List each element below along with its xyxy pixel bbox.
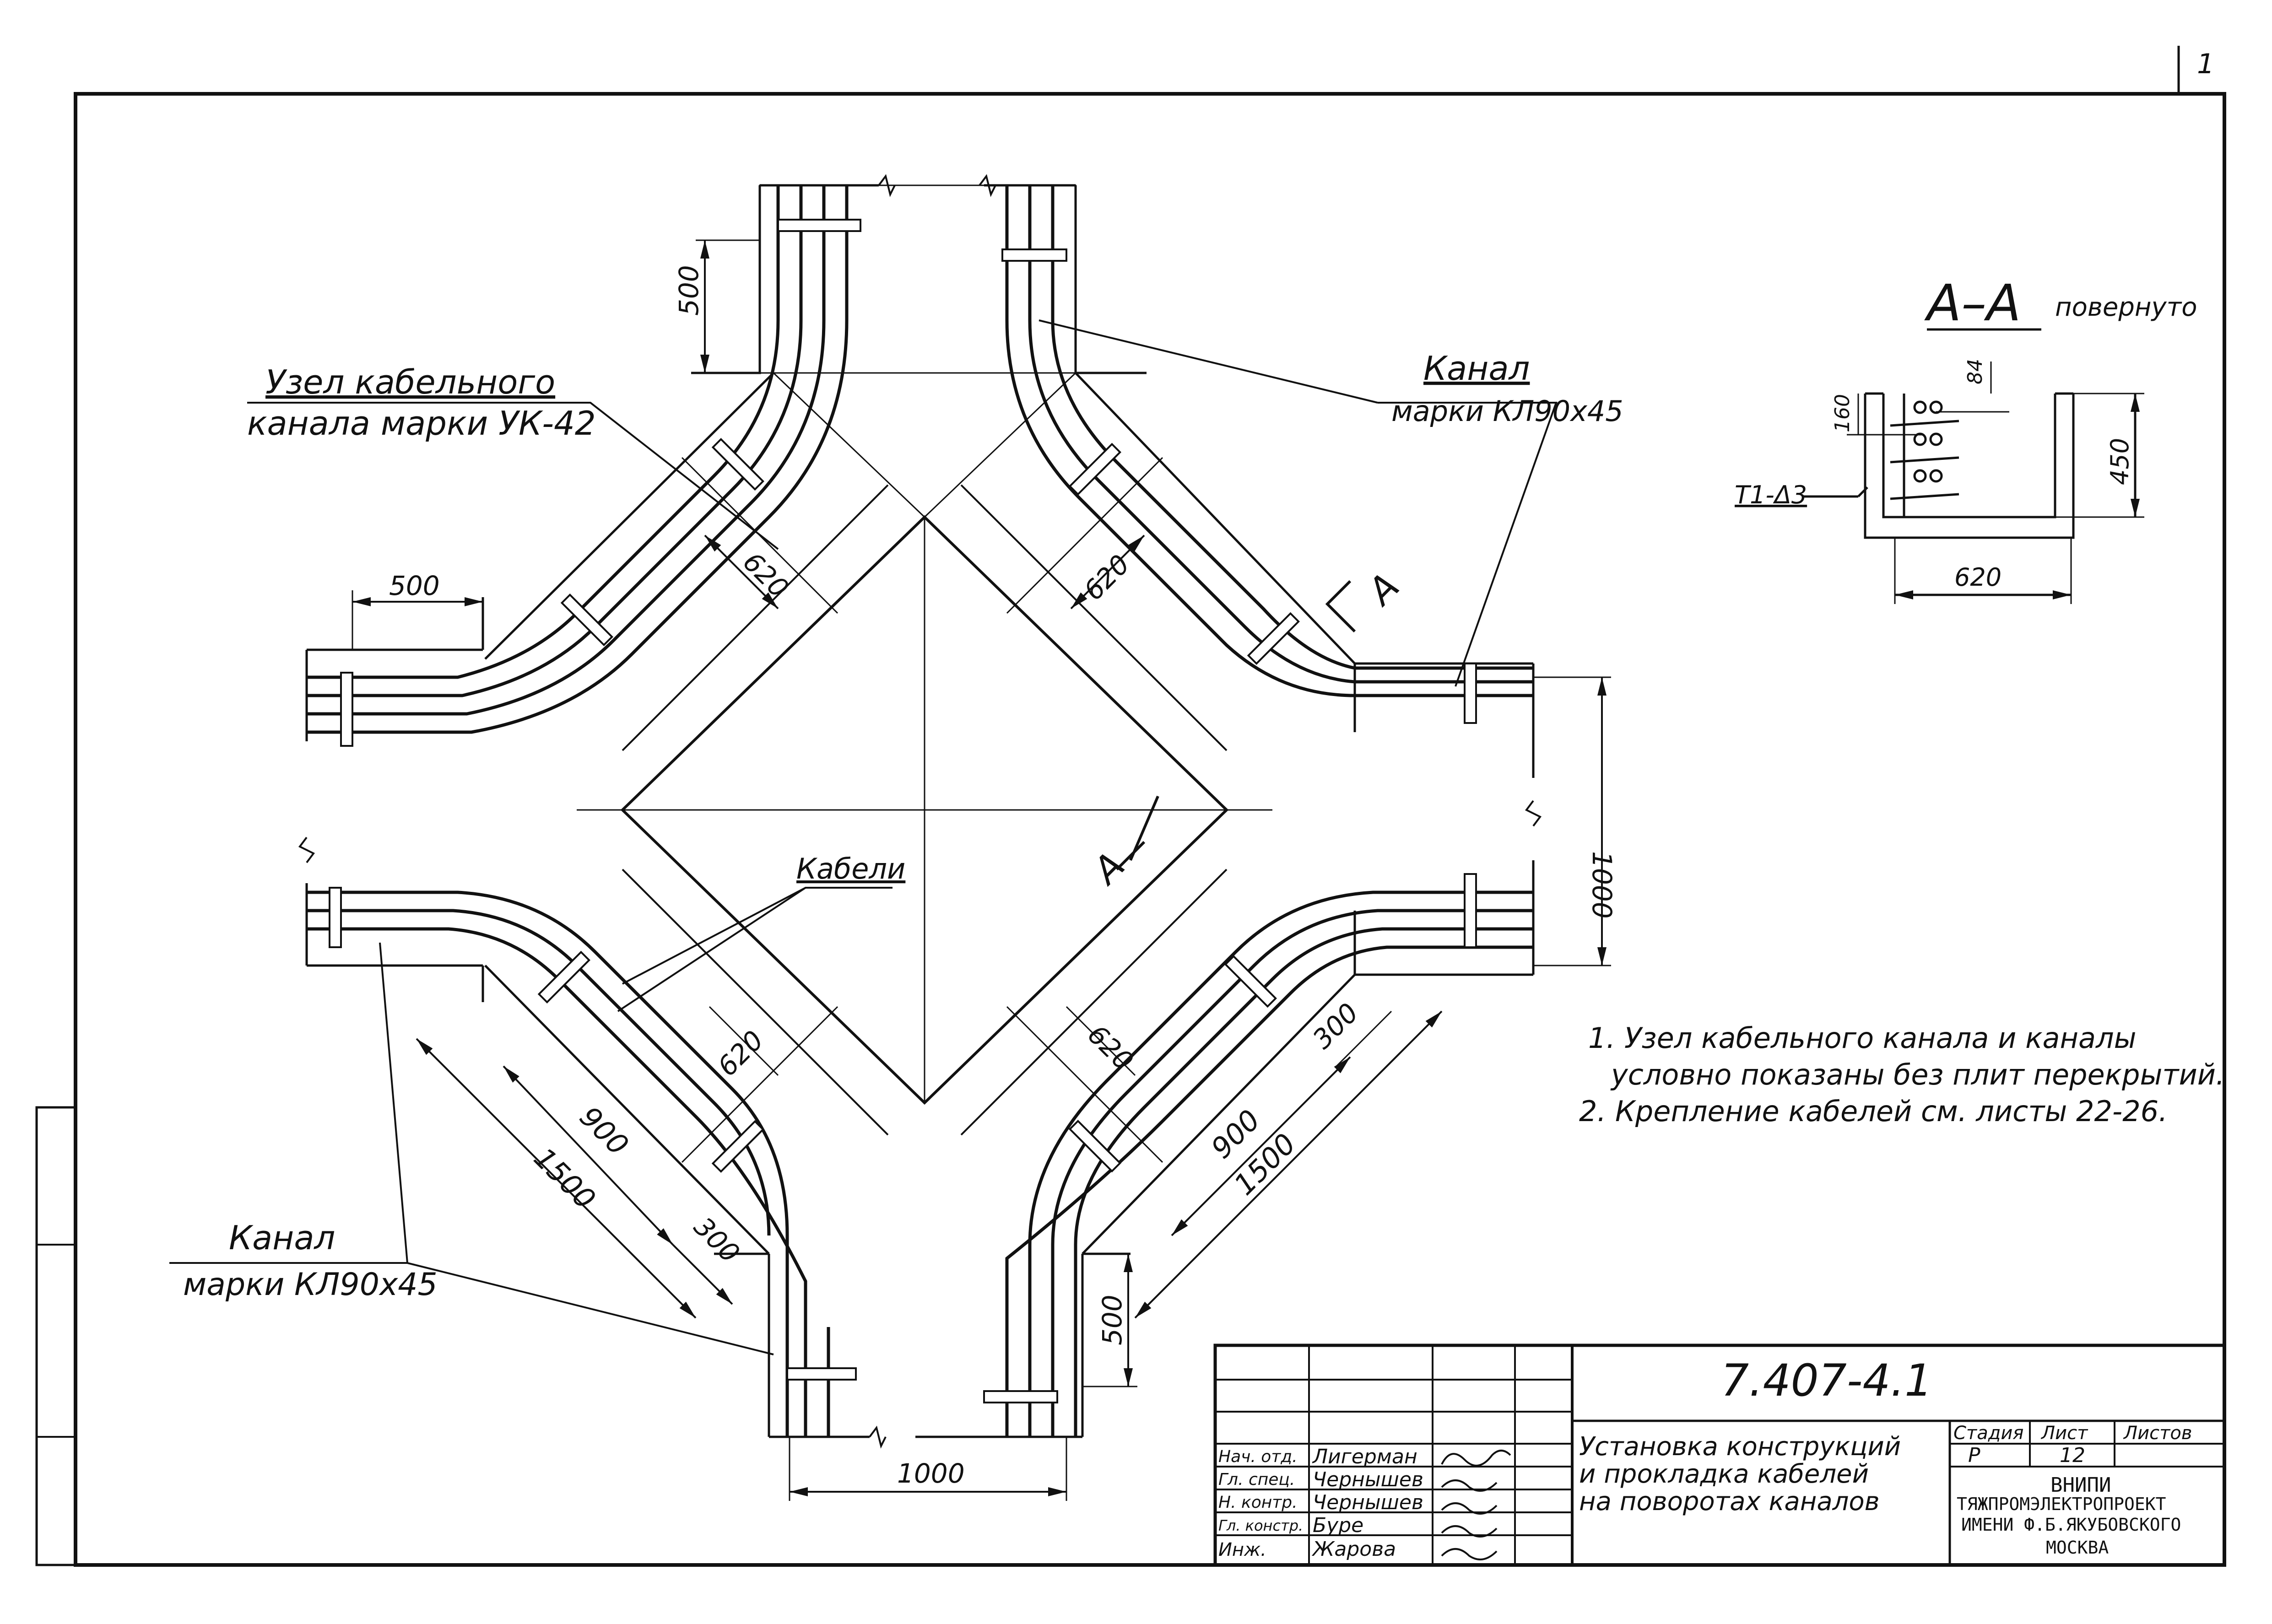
cables-bottom-left — [307, 890, 830, 1437]
section-mark-top: А — [1358, 565, 1407, 614]
channel-stub-top — [691, 174, 1147, 374]
channel-bl-line2: марки КЛ90х45 — [183, 1267, 438, 1303]
dim-bl-300: 300 — [688, 1211, 746, 1268]
dim-top-500: 500 — [673, 265, 704, 316]
org-line-4: МОСКВА — [2046, 1538, 2109, 1558]
org-line-1: ВНИПИ — [2050, 1473, 2111, 1497]
name-0: Лигерман — [1312, 1445, 1417, 1468]
channel-bl-line1: Канал — [229, 1219, 335, 1257]
note-line-3: 2. Крепление кабелей см. листы 22-26. — [1579, 1095, 2168, 1128]
dim-620-tr: 620 — [1078, 549, 1136, 606]
dim-620-bl: 620 — [712, 1025, 769, 1082]
cables-top-right — [1005, 185, 1533, 697]
dim-bottom-500: 500 — [1097, 1295, 1128, 1345]
title-line-1: Установка конструкций — [1579, 1432, 1901, 1462]
channel-tr-line2: марки КЛ90х45 — [1391, 394, 1623, 428]
plan-view — [298, 174, 1542, 1449]
channel-stub-left — [298, 597, 484, 1002]
org-line-2: ТЯЖПРОМЭЛЕКТРОПРОЕКТ — [1957, 1494, 2166, 1514]
role-1: Гл. спец. — [1218, 1470, 1295, 1489]
cables-top-left — [307, 185, 849, 734]
dim-620-tl: 620 — [737, 546, 795, 604]
stage-header: Стадия — [1953, 1423, 2023, 1444]
dimension-lines — [352, 239, 1611, 1501]
sec-mark-label: Т1-Δ3 — [1735, 480, 1807, 509]
sheet-frame — [35, 46, 2226, 1567]
name-2: Чернышев — [1313, 1491, 1423, 1514]
sheets-header: Листов — [2123, 1423, 2192, 1444]
name-1: Чернышев — [1313, 1468, 1423, 1491]
title-line-3: на поворотах каналов — [1579, 1487, 1880, 1516]
section-title: А–А — [1924, 274, 2021, 332]
sheet-header: Лист — [2040, 1423, 2088, 1444]
cables-label: Кабели — [796, 852, 905, 885]
note-line-2: условно показаны без плит перекрытий. — [1610, 1058, 2225, 1091]
note-line-1: 1. Узел кабельного канала и каналы — [1588, 1021, 2137, 1055]
role-0: Нач. отд. — [1218, 1447, 1298, 1466]
cable-clamps — [329, 219, 1477, 1403]
doc-number: 7.407-4.1 — [1721, 1355, 1932, 1406]
node-title-line1: Узел кабельного — [265, 363, 555, 401]
role-2: Н. контр. — [1218, 1493, 1298, 1512]
title-block — [1213, 1343, 2226, 1567]
section-rotated: повернуто — [2055, 292, 2197, 322]
dim-sec-84: 84 — [1964, 359, 1987, 384]
dim-sec-450: 450 — [2105, 438, 2134, 485]
section-a-a — [1803, 328, 2144, 604]
channel-tr-line1: Канал — [1423, 349, 1530, 388]
title-line-2: и прокладка кабелей — [1579, 1459, 1869, 1489]
dim-sec-620: 620 — [1954, 563, 2002, 592]
dim-left-500: 500 — [389, 570, 440, 601]
title-block-texts: 7.407-4.1 Установка конструкций и прокла… — [1218, 1355, 2192, 1561]
name-3: Буре — [1313, 1514, 1363, 1537]
sheet-corner-number: 1 — [2197, 48, 2214, 80]
channel-stub-bottom — [714, 1252, 1131, 1449]
dim-sec-160: 160 — [1831, 394, 1854, 432]
node-title-line2: канала марки УК-42 — [247, 404, 596, 442]
section-mark-bottom: А — [1083, 844, 1133, 893]
stage-value: Р — [1968, 1444, 1980, 1467]
dim-bottom-1000: 1000 — [897, 1458, 965, 1489]
general-notes: 1. Узел кабельного канала и каналы услов… — [1579, 1021, 2225, 1128]
role-4: Инж. — [1218, 1539, 1266, 1560]
plan-labels: Узел кабельного канала марки УК-42 Канал… — [183, 274, 2197, 1303]
org-line-3: ИМЕНИ Ф.Б.ЯКУБОВСКОГО — [1961, 1515, 2181, 1535]
dim-620-br: 620 — [1082, 1019, 1139, 1076]
dim-right-1000: 1000 — [1586, 851, 1617, 919]
sheet-value: 12 — [2060, 1444, 2085, 1467]
dim-bl-1500: 1500 — [527, 1141, 602, 1216]
leader-lines — [169, 319, 1558, 1355]
role-3: Гл. констр. — [1218, 1517, 1303, 1534]
name-4: Жарова — [1311, 1538, 1396, 1561]
